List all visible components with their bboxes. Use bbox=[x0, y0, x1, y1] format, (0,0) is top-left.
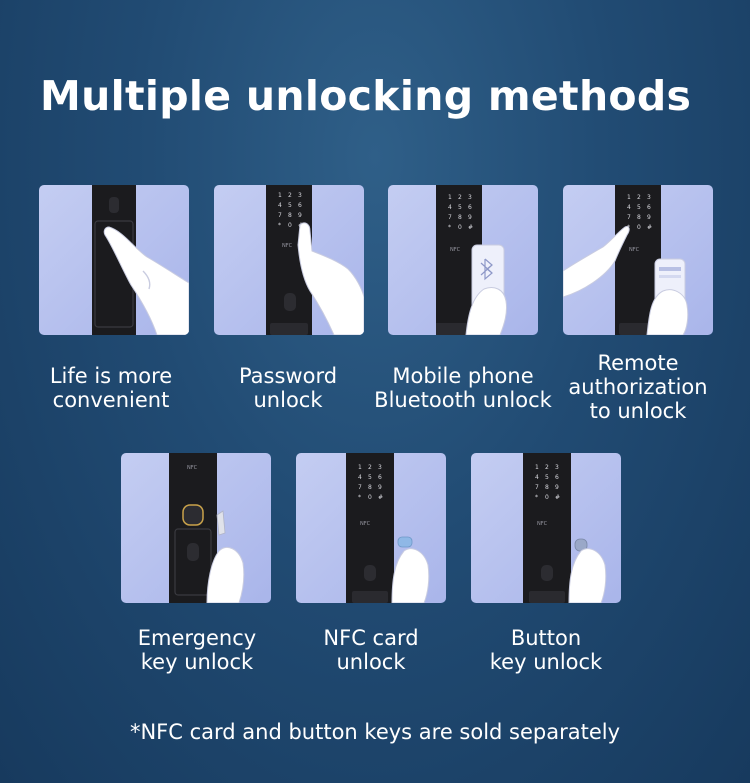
svg-text:5: 5 bbox=[637, 204, 641, 211]
svg-text:3: 3 bbox=[555, 464, 559, 471]
svg-text:5: 5 bbox=[368, 474, 372, 481]
svg-text:7: 7 bbox=[448, 214, 452, 221]
svg-text:8: 8 bbox=[368, 484, 372, 491]
method-card-emergency-key: NFC bbox=[121, 453, 271, 603]
svg-text:2: 2 bbox=[545, 464, 549, 471]
fingerprint-unlock-icon bbox=[92, 185, 189, 335]
svg-text:8: 8 bbox=[545, 484, 549, 491]
svg-text:9: 9 bbox=[468, 214, 472, 221]
svg-text:2: 2 bbox=[458, 194, 462, 201]
method-card-fingerprint bbox=[39, 185, 189, 335]
svg-text:6: 6 bbox=[298, 202, 302, 209]
svg-text:*: * bbox=[535, 494, 538, 501]
svg-text:0: 0 bbox=[545, 494, 549, 501]
svg-text:*: * bbox=[278, 222, 281, 229]
method-card-remote: 123 456 789 *0# NFC bbox=[563, 185, 713, 335]
svg-text:0: 0 bbox=[458, 224, 462, 231]
svg-text:4: 4 bbox=[278, 202, 282, 209]
svg-text:NFC: NFC bbox=[187, 465, 198, 471]
svg-text:6: 6 bbox=[555, 474, 559, 481]
mechanical-key-icon: NFC bbox=[169, 453, 245, 603]
svg-text:2: 2 bbox=[288, 192, 292, 199]
svg-text:3: 3 bbox=[378, 464, 382, 471]
svg-text:1: 1 bbox=[535, 464, 539, 471]
svg-text:0: 0 bbox=[637, 224, 641, 231]
svg-text:5: 5 bbox=[458, 204, 462, 211]
svg-text:#: # bbox=[555, 494, 560, 501]
svg-text:6: 6 bbox=[378, 474, 382, 481]
svg-text:3: 3 bbox=[298, 192, 302, 199]
svg-text:1: 1 bbox=[627, 194, 631, 201]
svg-text:0: 0 bbox=[288, 222, 292, 229]
svg-text:4: 4 bbox=[535, 474, 539, 481]
svg-text:#: # bbox=[468, 224, 473, 231]
svg-text:4: 4 bbox=[448, 204, 452, 211]
svg-text:7: 7 bbox=[358, 484, 362, 491]
svg-text:9: 9 bbox=[647, 214, 651, 221]
svg-text:NFC: NFC bbox=[360, 521, 371, 527]
svg-text:*: * bbox=[358, 494, 361, 501]
svg-text:NFC: NFC bbox=[537, 521, 548, 527]
svg-text:1: 1 bbox=[448, 194, 452, 201]
svg-text:5: 5 bbox=[288, 202, 292, 209]
svg-text:7: 7 bbox=[535, 484, 539, 491]
svg-text:NFC: NFC bbox=[629, 247, 640, 253]
svg-text:8: 8 bbox=[458, 214, 462, 221]
method-card-password: 123 456 789 *0# NFC bbox=[214, 185, 364, 335]
svg-text:9: 9 bbox=[378, 484, 382, 491]
svg-text:3: 3 bbox=[468, 194, 472, 201]
svg-text:#: # bbox=[378, 494, 383, 501]
svg-text:7: 7 bbox=[278, 212, 282, 219]
footnote: *NFC card and button keys are sold separ… bbox=[129, 720, 621, 744]
svg-text:1: 1 bbox=[358, 464, 362, 471]
svg-text:9: 9 bbox=[555, 484, 559, 491]
keypad-unlock-icon: 123 456 789 *0# NFC bbox=[266, 185, 364, 335]
svg-text:1: 1 bbox=[278, 192, 282, 199]
svg-text:*: * bbox=[448, 224, 451, 231]
svg-text:8: 8 bbox=[288, 212, 292, 219]
svg-text:3: 3 bbox=[647, 194, 651, 201]
svg-text:7: 7 bbox=[627, 214, 631, 221]
svg-text:NFC: NFC bbox=[282, 243, 293, 249]
page-title: Multiple unlocking methods bbox=[40, 72, 692, 120]
svg-text:NFC: NFC bbox=[450, 247, 461, 253]
svg-text:0: 0 bbox=[368, 494, 372, 501]
svg-text:4: 4 bbox=[358, 474, 362, 481]
svg-text:4: 4 bbox=[627, 204, 631, 211]
svg-text:6: 6 bbox=[647, 204, 651, 211]
svg-text:2: 2 bbox=[368, 464, 372, 471]
svg-text:9: 9 bbox=[298, 212, 302, 219]
svg-text:2: 2 bbox=[637, 194, 641, 201]
svg-text:5: 5 bbox=[545, 474, 549, 481]
remote-phone-icon: 123 456 789 *0# NFC bbox=[563, 185, 689, 335]
svg-text:#: # bbox=[647, 224, 652, 231]
svg-text:8: 8 bbox=[637, 214, 641, 221]
svg-text:6: 6 bbox=[468, 204, 472, 211]
